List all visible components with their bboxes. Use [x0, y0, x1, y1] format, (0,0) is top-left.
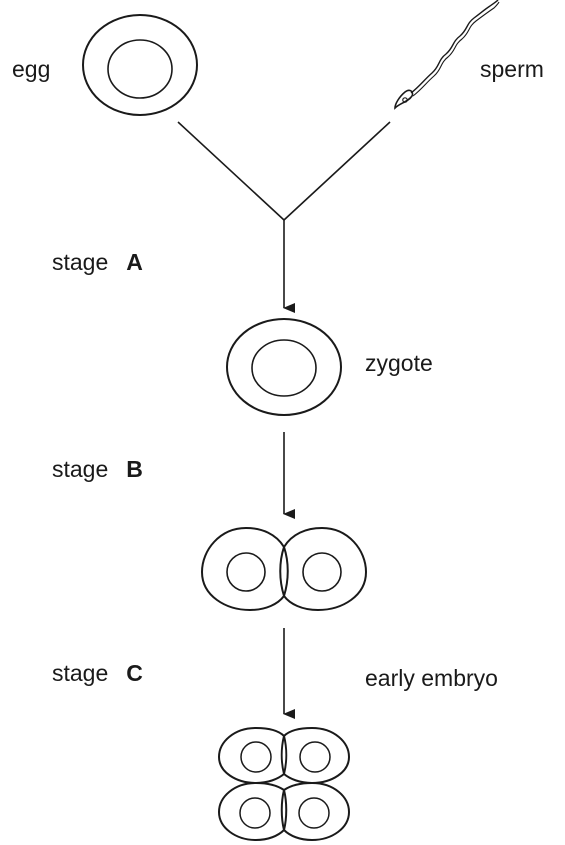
early-embryo-label: early embryo: [365, 665, 498, 691]
zygote-label: zygote: [365, 350, 433, 376]
sperm-cell: [394, 0, 500, 110]
stage-c-word: stage: [52, 660, 109, 686]
stage-c-letter: C: [126, 660, 143, 686]
stage-b-label: stage B: [52, 458, 143, 481]
egg-cell: [82, 14, 198, 116]
stage-a-label: stage A: [52, 251, 143, 274]
stage-b-word: stage: [52, 456, 109, 482]
sperm-label: sperm: [480, 56, 544, 82]
stage-a-letter: A: [126, 249, 143, 275]
stage-c-label: stage C: [52, 662, 143, 685]
egg-pathway-line: [177, 121, 285, 221]
stage-b-letter: B: [126, 456, 143, 482]
two-cell-stage: [200, 526, 368, 612]
sperm-pathway-line: [283, 121, 391, 221]
egg-label: egg: [12, 56, 51, 82]
zygote-cell: [226, 318, 342, 416]
four-cell-embryo: [217, 726, 351, 842]
stage-a-word: stage: [52, 249, 109, 275]
